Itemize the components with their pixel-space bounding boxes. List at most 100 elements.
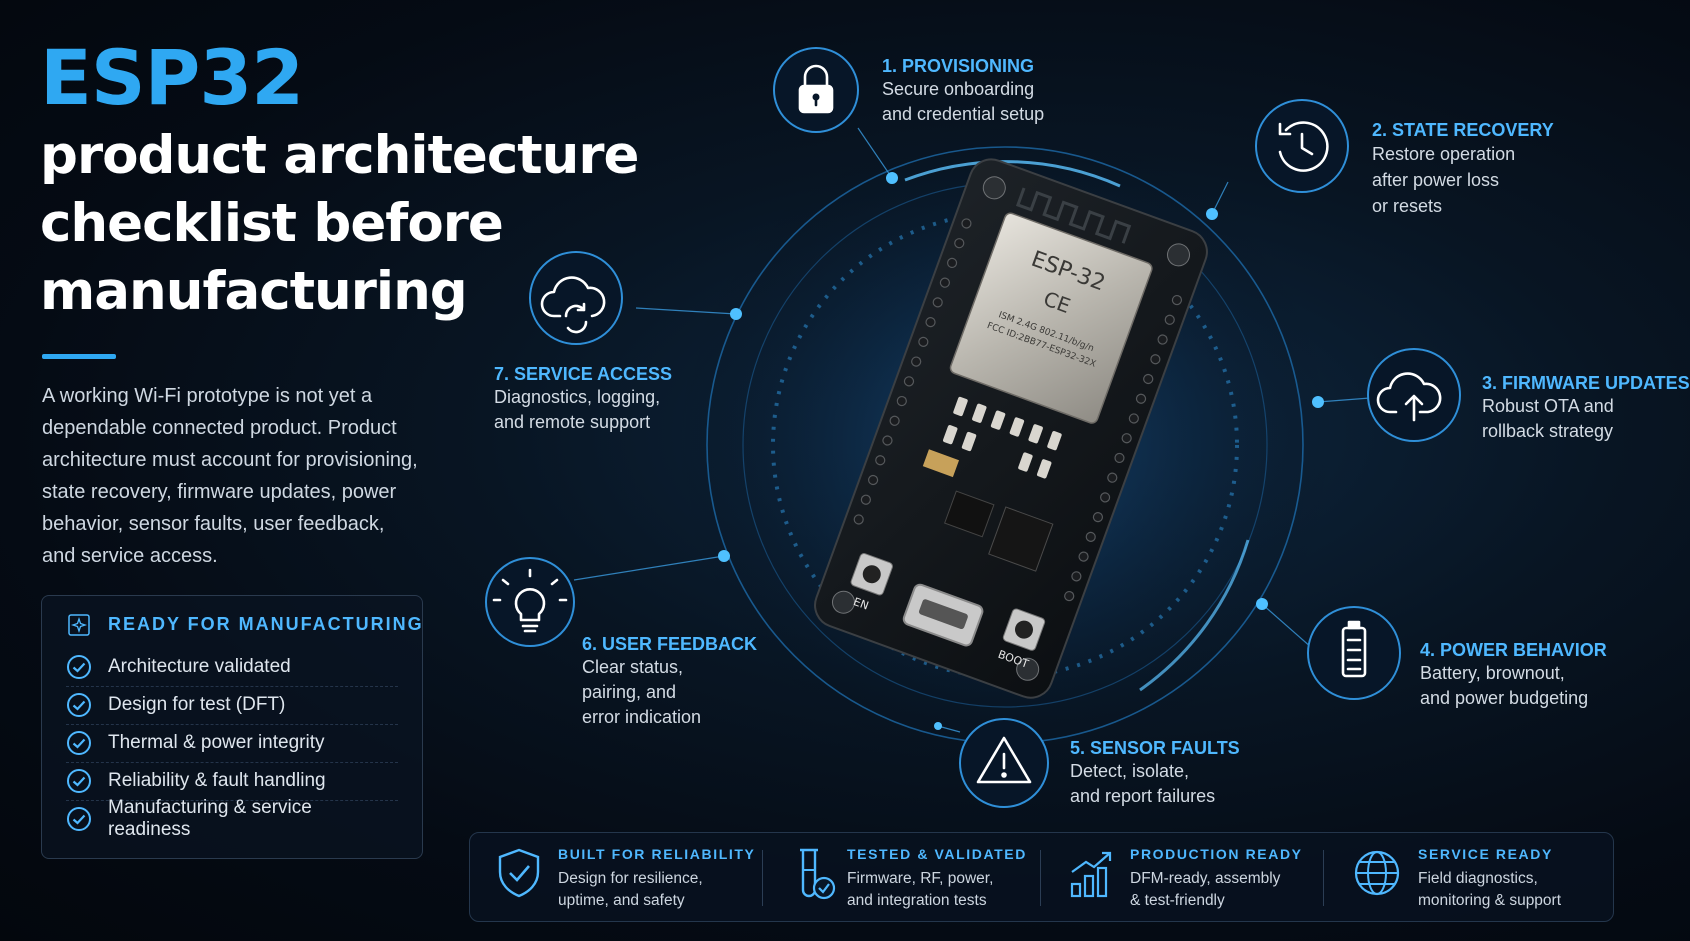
connector-line bbox=[857, 127, 893, 179]
feature-tested: TESTED & VALIDATED Firmware, RF, power, … bbox=[847, 846, 1027, 909]
feature-desc-line: & test-friendly bbox=[1130, 892, 1225, 909]
feature-desc-line: uptime, and safety bbox=[558, 892, 685, 909]
feature-desc-line: Firmware, RF, power, bbox=[847, 870, 994, 887]
battery-icon bbox=[1341, 620, 1367, 678]
test-tube-icon bbox=[800, 848, 836, 900]
node-desc-line: Diagnostics, logging, bbox=[494, 387, 661, 407]
node-circle bbox=[529, 251, 623, 345]
feature-service: SERVICE READY Field diagnostics, monitor… bbox=[1418, 846, 1561, 909]
connector-line bbox=[573, 555, 725, 581]
node-title: 5. SENSOR FAULTS bbox=[1070, 738, 1240, 758]
node-title: 2. STATE RECOVERY bbox=[1372, 120, 1554, 140]
connector-node bbox=[718, 550, 730, 562]
node-desc-line: Clear status, bbox=[582, 657, 684, 677]
node-title: 4. POWER BEHAVIOR bbox=[1420, 640, 1607, 660]
intro-line: A working Wi-Fi prototype is not yet a bbox=[42, 385, 373, 407]
feature-desc: Field diagnostics, monitoring & support bbox=[1418, 868, 1561, 912]
feature-desc: Firmware, RF, power, and integration tes… bbox=[847, 868, 1027, 912]
growth-chart-icon bbox=[1070, 851, 1112, 898]
ring-arc-highlight bbox=[904, 160, 1121, 188]
node-title: 6. USER FEEDBACK bbox=[582, 634, 758, 654]
feature-title: BUILT FOR RELIABILITY bbox=[558, 846, 756, 862]
intro-line: behavior, sensor faults, user feedback, bbox=[42, 513, 385, 535]
connector-line bbox=[635, 307, 737, 315]
connector-node bbox=[730, 308, 742, 320]
connector-line bbox=[1317, 397, 1371, 403]
checklist-item: Design for test (DFT) bbox=[66, 686, 398, 725]
node-desc-line: Restore operation bbox=[1372, 144, 1516, 164]
connector-line bbox=[1261, 603, 1313, 649]
feature-title: TESTED & VALIDATED bbox=[847, 846, 1027, 862]
esp32-board: ESP-32 CE ISM 2.4G 802.11/b/g/n FCC ID:2… bbox=[814, 158, 1208, 699]
check-circle-icon bbox=[67, 731, 91, 755]
headline-line: product architecture bbox=[40, 125, 639, 186]
headline: product architecture checklist before ma… bbox=[40, 122, 680, 326]
usb-uart-chip bbox=[988, 506, 1054, 572]
node-service-access: 7. SERVICE ACCESS Diagnostics, logging, … bbox=[494, 364, 672, 435]
cloud-sync-icon bbox=[540, 276, 606, 334]
node-title: 7. SERVICE ACCESS bbox=[494, 364, 673, 384]
capacitor bbox=[922, 449, 960, 478]
feature-separator bbox=[762, 850, 763, 906]
feature-desc: Design for resilience, uptime, and safet… bbox=[558, 868, 755, 912]
lock-icon bbox=[798, 64, 834, 114]
micro-usb-slot bbox=[918, 599, 968, 630]
node-user-feedback: 6. USER FEEDBACK Clear status, pairing, … bbox=[582, 634, 757, 730]
mount-hole bbox=[982, 176, 1006, 200]
node-firmware-updates: 3. FIRMWARE UPDATES Robust OTA and rollb… bbox=[1482, 373, 1690, 444]
checklist-item: Manufacturing & service readiness bbox=[66, 797, 398, 840]
node-desc-line: pairing, and bbox=[582, 682, 677, 702]
node-desc-line: or resets bbox=[1372, 196, 1443, 216]
feature-desc-line: and integration tests bbox=[847, 892, 987, 909]
connector-node bbox=[886, 172, 898, 184]
checklist-item: Reliability & fault handling bbox=[66, 762, 398, 801]
node-desc-line: Detect, isolate, bbox=[1070, 761, 1190, 781]
checklist-item-label: Manufacturing & service readiness bbox=[108, 797, 312, 840]
node-desc-line: and report failures bbox=[1070, 786, 1216, 806]
mount-hole bbox=[1166, 243, 1190, 267]
shield-check-icon bbox=[498, 848, 540, 898]
ready-checklist-panel bbox=[41, 595, 423, 859]
feature-title: SERVICE READY bbox=[1418, 846, 1553, 862]
node-desc-line: Secure onboarding bbox=[882, 79, 1035, 99]
feature-separator bbox=[1040, 850, 1041, 906]
node-circle bbox=[485, 557, 575, 647]
feature-title: PRODUCTION READY bbox=[1130, 846, 1303, 862]
ready-title: READY FOR MANUFACTURING bbox=[108, 614, 424, 634]
history-icon bbox=[1278, 121, 1329, 172]
intro-line: architecture must account for provisioni… bbox=[42, 449, 418, 471]
feature-desc: DFM-ready, assembly & test-friendly bbox=[1130, 868, 1303, 912]
en-label: EN bbox=[852, 595, 871, 612]
pcb-antenna bbox=[1015, 187, 1132, 244]
connector-node bbox=[934, 722, 942, 730]
mount-hole bbox=[831, 590, 855, 614]
feature-bar bbox=[469, 832, 1614, 922]
mount-hole bbox=[1016, 657, 1040, 681]
checklist-item: Architecture validated bbox=[66, 648, 398, 687]
intro-line: state recovery, firmware updates, power bbox=[42, 481, 397, 503]
feature-desc-line: Design for resilience, bbox=[558, 870, 703, 887]
globe-icon bbox=[1354, 850, 1400, 896]
node-power-behavior: 4. POWER BEHAVIOR Battery, brownout, and… bbox=[1420, 640, 1607, 711]
feature-desc-line: monitoring & support bbox=[1418, 892, 1562, 909]
cloud-upload-icon bbox=[1376, 372, 1442, 422]
check-circle-icon bbox=[67, 655, 91, 679]
checklist-item-label: Thermal & power integrity bbox=[108, 732, 325, 753]
node-title: 3. FIRMWARE UPDATES bbox=[1482, 373, 1690, 393]
regulator-chip bbox=[944, 490, 995, 538]
feature-desc-line: DFM-ready, assembly bbox=[1130, 870, 1281, 887]
node-sensor-faults: 5. SENSOR FAULTS Detect, isolate, and re… bbox=[1070, 738, 1240, 809]
check-circle-icon bbox=[67, 769, 91, 793]
warning-icon bbox=[976, 736, 1032, 784]
checklist-item: Thermal & power integrity bbox=[66, 724, 398, 763]
intro-line: dependable connected product. Product bbox=[42, 417, 397, 439]
feature-production: PRODUCTION READY DFM-ready, assembly & t… bbox=[1130, 846, 1303, 909]
accent-divider bbox=[42, 354, 116, 359]
checklist-item-label: Reliability & fault handling bbox=[108, 770, 326, 791]
node-desc-line: and power budgeting bbox=[1420, 688, 1589, 708]
checklist-item-label: Design for test (DFT) bbox=[108, 694, 286, 715]
node-desc-line: and credential setup bbox=[882, 104, 1045, 124]
node-circle bbox=[1307, 606, 1401, 700]
boot-button-cap bbox=[1014, 620, 1033, 639]
check-circle-icon bbox=[67, 807, 91, 831]
